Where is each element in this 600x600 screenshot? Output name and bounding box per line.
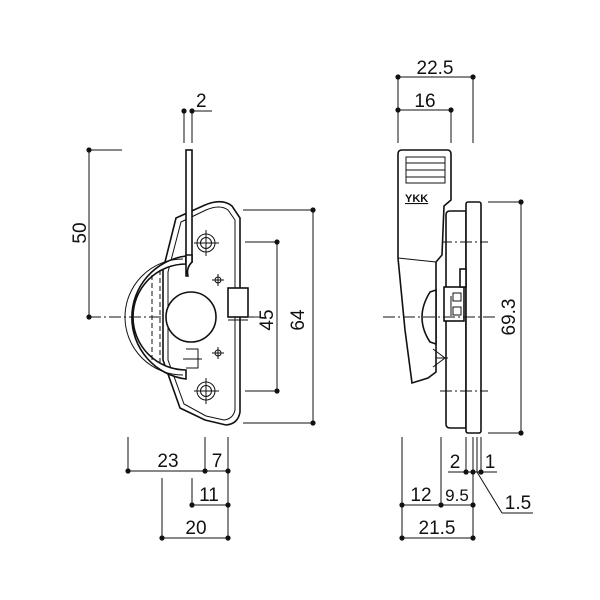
dim-label: 1.5	[505, 493, 531, 514]
side-view: 22.5 16 YKK 69.3	[383, 58, 533, 541]
dim-label: 45	[257, 309, 278, 330]
dim-label: 21.5	[419, 518, 456, 539]
dim-label: 20	[185, 518, 206, 539]
dim-label: 69.3	[499, 299, 520, 336]
dim-label: 23	[157, 451, 178, 472]
screw-hole-bottom	[194, 378, 219, 404]
dim-label: 7	[212, 451, 223, 472]
dim-label: 64	[288, 309, 309, 331]
dim-label: 9.5	[445, 486, 469, 505]
dim-label: 1	[485, 452, 496, 473]
dim-handle-height: 50	[70, 147, 122, 320]
dim-label: 11	[199, 485, 219, 506]
base-plate	[465, 201, 482, 434]
dim-base-height: 69.3	[488, 199, 524, 436]
dim-handle-thickness: 2	[181, 91, 212, 143]
dim-label: 22.5	[417, 58, 454, 79]
dim-label: 16	[414, 91, 435, 112]
dim-body-height: 64	[243, 207, 316, 426]
screw-hole-top	[194, 230, 219, 256]
dim-screw-pitch: 45	[245, 239, 280, 394]
front-view: 2 50	[70, 91, 316, 541]
hub-hole	[165, 291, 217, 343]
pin-marks	[212, 274, 224, 359]
dim-label: 50	[70, 222, 91, 243]
dim-label: 12	[410, 485, 431, 506]
handle-lever	[185, 149, 193, 263]
ykk-logo: YKK	[405, 193, 428, 205]
dim-top-side: 22.5 16	[395, 58, 476, 143]
dim-label: 2	[196, 91, 207, 112]
dim-bottom-front: 23 7 11 20	[125, 437, 231, 541]
dim-bottom-side: 2 1 1.5 12 9.5 21.5	[399, 437, 533, 541]
latch-mechanism	[443, 286, 465, 322]
cam-arc	[131, 255, 187, 380]
handle-side	[397, 149, 452, 385]
side-tab	[227, 287, 249, 318]
dim-label: 2	[450, 452, 461, 473]
